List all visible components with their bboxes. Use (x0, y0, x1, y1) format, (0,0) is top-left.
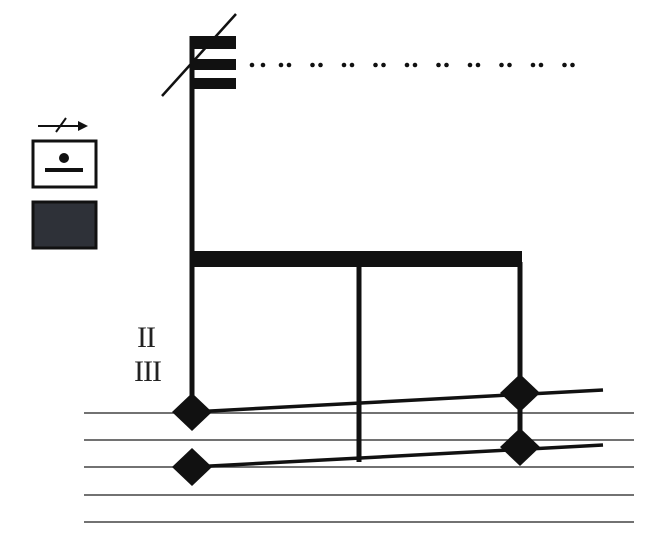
extension-dot (538, 62, 544, 68)
glissando-lower (191, 443, 604, 469)
filled-dark-square-icon (31, 200, 98, 250)
string-number-3: III (134, 355, 162, 388)
arrow-slash-icon (38, 117, 88, 133)
extension-dot (412, 62, 418, 68)
extension-dot (444, 62, 449, 68)
extension-dot (562, 62, 567, 68)
extension-dot (404, 62, 410, 68)
glissando-line-icon (191, 388, 604, 469)
extension-dot (381, 62, 386, 68)
extension-dot (570, 62, 575, 68)
extension-dot (349, 62, 355, 68)
extension-dot (286, 62, 292, 68)
extension-dot (475, 62, 481, 68)
diamond-notehead (500, 428, 540, 466)
diamond-notehead (172, 393, 212, 431)
extension-dot (260, 62, 266, 68)
glissando-upper (191, 388, 604, 414)
extension-dot (373, 62, 378, 68)
extension-dot (278, 62, 284, 68)
extension-dot (507, 62, 512, 68)
extension-dot (499, 62, 504, 68)
note-beam (192, 251, 522, 267)
extension-dot (249, 62, 255, 68)
harmonic-diamond-notehead-icon (172, 374, 540, 486)
extension-dot (436, 62, 441, 68)
extension-dot (467, 62, 473, 68)
extension-dot (310, 62, 315, 68)
extension-dot (318, 62, 323, 68)
diamond-notehead (500, 374, 540, 412)
note-stems (189, 36, 523, 462)
tremolo-beam-icon (161, 13, 237, 97)
dot-over-line-box-icon (31, 139, 98, 189)
dotted-extension-line-icon (249, 62, 575, 68)
extension-dot (341, 62, 347, 68)
extension-dot (530, 62, 536, 68)
string-number-2: II (137, 321, 156, 354)
diamond-notehead (172, 448, 212, 486)
